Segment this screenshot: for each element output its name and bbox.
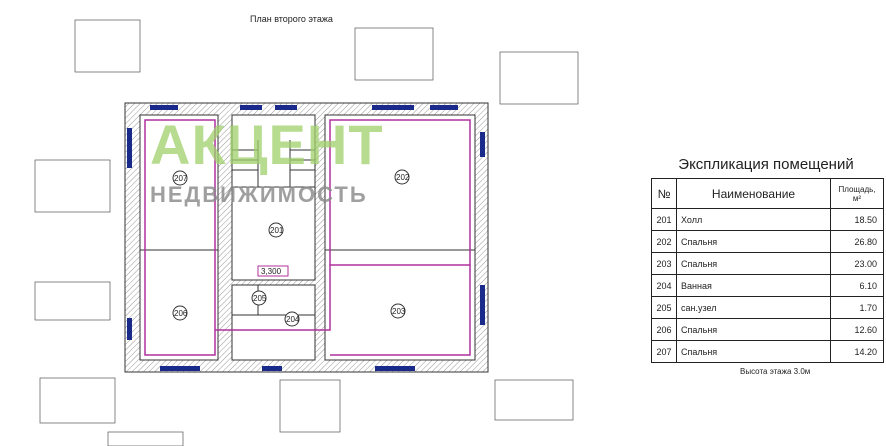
cell-area: 6.10 <box>830 274 884 297</box>
room-number: 201 <box>270 226 284 235</box>
floor-height-note: Высота этажа 3.0м <box>740 367 811 376</box>
cell-no: 206 <box>651 318 677 341</box>
cell-no: 203 <box>651 252 677 275</box>
cell-area: 18.50 <box>830 208 884 231</box>
cell-area: 1.70 <box>830 296 884 319</box>
cell-no: 201 <box>651 208 677 231</box>
room-number: 203 <box>392 307 406 316</box>
cell-no: 204 <box>651 274 677 297</box>
room-204 <box>257 284 316 316</box>
floor-plan: 207 201 202 206 205 204 203 3,300 <box>34 19 579 446</box>
cell-name: Спальня <box>676 230 831 253</box>
stairs <box>231 114 316 188</box>
cell-no: 202 <box>651 230 677 253</box>
explication-title: Экспликация помещений <box>678 156 854 173</box>
heating-pipes <box>144 119 471 356</box>
room-number: 202 <box>396 173 410 182</box>
room-206 <box>139 249 219 361</box>
cell-area: 14.20 <box>830 340 884 363</box>
room-number: 206 <box>174 309 188 318</box>
cell-name: Спальня <box>676 318 831 341</box>
room-number: 205 <box>253 294 267 303</box>
cell-name: Спальня <box>676 340 831 363</box>
room-number: 207 <box>174 174 188 183</box>
cell-area: 26.80 <box>830 230 884 253</box>
cell-name: Холл <box>676 208 831 231</box>
cell-name: Ванная <box>676 274 831 297</box>
cell-name: Спальня <box>676 252 831 275</box>
cell-area: 23.00 <box>830 252 884 275</box>
rooms <box>139 114 476 361</box>
header-name: Наименование <box>676 178 831 209</box>
callout-boxes <box>34 19 579 446</box>
room-number: 204 <box>286 315 300 324</box>
radiators <box>127 105 485 371</box>
table-header: № Наименование Площадь, м² <box>651 178 884 209</box>
plan-title: План второго этажа <box>250 14 333 24</box>
header-area: Площадь, м² <box>830 178 884 209</box>
level-mark: 3,300 <box>261 267 282 276</box>
cell-no: 207 <box>651 340 677 363</box>
header-no: № <box>651 178 677 209</box>
room-201 <box>231 114 316 281</box>
watermark-brand: АКЦЕНТ <box>150 113 384 176</box>
cell-name: сан.узел <box>676 296 831 319</box>
room-204-lower <box>231 314 316 361</box>
cell-area: 12.60 <box>830 318 884 341</box>
cell-no: 205 <box>651 296 677 319</box>
room-labels: 207 201 202 206 205 204 203 <box>172 169 410 327</box>
level-mark-box <box>257 265 289 277</box>
watermark-subtitle: НЕДВИЖИМОСТЬ <box>150 182 368 207</box>
